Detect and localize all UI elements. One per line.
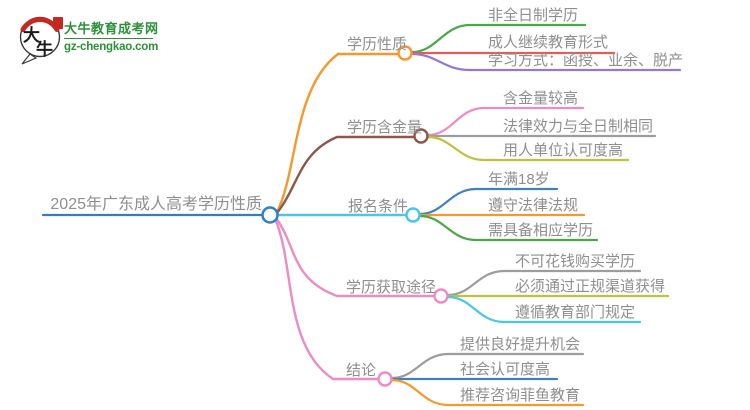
branch-3-child-1-line <box>418 187 559 216</box>
branch-1-child-2-label[interactable]: 成人继续教育形式 <box>488 34 609 51</box>
branch-5-child-3-line <box>390 378 585 407</box>
root-topic-label[interactable]: 2025年广东成人高考学历性质 <box>50 196 262 213</box>
site-logo[interactable]: 大 牛 <box>17 12 67 66</box>
branch-4-connector-line <box>274 216 437 298</box>
branch-1-label[interactable]: 学历性质 <box>347 36 408 53</box>
branch-2-child-1-line <box>426 106 585 137</box>
branch-3-label[interactable]: 报名条件 <box>348 198 409 215</box>
branch-2-node-circle[interactable] <box>413 128 429 144</box>
branch-5-node-circle[interactable] <box>377 371 393 387</box>
branch-3-child-2-label[interactable]: 遵守法律法规 <box>488 197 579 214</box>
branch-3-node-circle[interactable] <box>405 207 421 223</box>
branch-5-child-1-label[interactable]: 提供良好提升机会 <box>460 336 581 353</box>
branch-4-node-circle[interactable] <box>433 288 449 304</box>
branch-4-child-3-line <box>446 295 642 324</box>
branch-4-child-3-label[interactable]: 遵循教育部门规定 <box>515 304 636 321</box>
branch-5-label[interactable]: 结论 <box>346 362 377 379</box>
branch-1-child-1-line <box>410 23 587 54</box>
branch-2-label[interactable]: 学历含金量 <box>347 119 423 136</box>
branch-1-node-circle[interactable] <box>397 45 413 61</box>
site-title: 大牛教育成考网 <box>64 21 159 36</box>
branch-5-child-3-label[interactable]: 推荐咨询菲鱼教育 <box>460 387 581 404</box>
branch-1-child-3-label[interactable]: 学习方式：函授、业余、脱产 <box>488 52 684 69</box>
logo-divider <box>64 38 153 39</box>
branch-1-connector-line <box>275 52 401 214</box>
branch-1-child-3-line <box>410 52 682 72</box>
branch-4-child-2-label[interactable]: 必须通过正规渠道获得 <box>515 278 666 295</box>
branch-2-connector-line <box>275 135 417 215</box>
branch-3-child-3-label[interactable]: 需具备相应学历 <box>488 222 594 239</box>
logo-char-da: 大 <box>23 25 40 45</box>
branch-3-child-3-line <box>418 214 599 242</box>
branch-5-connector-line <box>273 217 381 381</box>
branch-2-child-3-line <box>426 135 630 162</box>
site-url: gz-chengkao.com <box>64 41 159 53</box>
branch-2-child-1-label[interactable]: 含金量较高 <box>503 90 579 107</box>
logo-char-niu: 牛 <box>36 39 53 59</box>
root-node-circle[interactable] <box>261 206 279 224</box>
branch-4-child-1-label[interactable]: 不可花钱购买学历 <box>515 253 636 270</box>
site-logo-text[interactable]: 大牛教育成考网 gz-chengkao.com <box>64 21 159 54</box>
branch-3-child-1-label[interactable]: 年满18岁 <box>488 171 550 188</box>
branch-4-label[interactable]: 学历获取途径 <box>346 279 437 296</box>
branch-1-child-1-label[interactable]: 非全日制学历 <box>488 7 579 24</box>
branch-4-child-1-line <box>446 269 642 297</box>
branch-5-child-1-line <box>390 352 585 380</box>
logo-bull-badge-icon: 大 牛 <box>19 16 63 65</box>
branch-2-child-3-label[interactable]: 用人单位认可度高 <box>503 142 624 159</box>
branch-5-child-2-label[interactable]: 社会认可度高 <box>460 361 551 378</box>
branch-2-child-2-label[interactable]: 法律效力与全日制相同 <box>503 118 654 135</box>
